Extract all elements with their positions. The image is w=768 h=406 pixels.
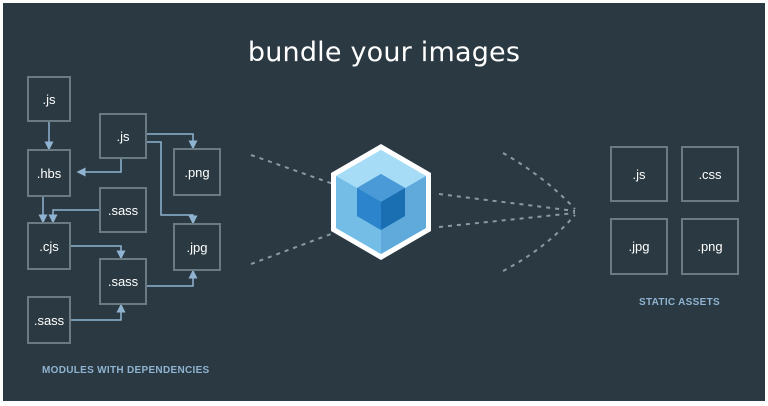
flow-line-out-2 bbox=[438, 212, 576, 228]
module-label: .cjs bbox=[39, 238, 59, 254]
arrow-sass1-to-cjs bbox=[48, 209, 99, 224]
asset-label: .png bbox=[697, 239, 723, 254]
module-label: .js bbox=[42, 91, 56, 107]
asset-label: .js bbox=[632, 166, 646, 182]
module-png: .png bbox=[173, 148, 221, 196]
module-hbs: .hbs bbox=[27, 149, 71, 197]
asset-png: .png bbox=[681, 218, 739, 275]
asset-jpg: .jpg bbox=[610, 218, 668, 275]
modules-caption: MODULES WITH DEPENDENCIES bbox=[42, 365, 210, 376]
module-sass-tertiary: .sass bbox=[27, 296, 71, 344]
assets-caption: STATIC ASSETS bbox=[639, 297, 720, 308]
flow-line-in-top bbox=[250, 154, 340, 187]
flow-line-out-1 bbox=[438, 193, 576, 212]
asset-js: .js bbox=[610, 146, 668, 202]
webpack-logo-icon bbox=[331, 144, 431, 260]
module-label: .sass bbox=[107, 274, 139, 289]
module-sass-secondary: .sass bbox=[99, 258, 147, 305]
slide-title: bundle your images bbox=[247, 37, 521, 68]
module-js: .js bbox=[27, 76, 71, 122]
module-label: .sass bbox=[33, 312, 65, 328]
arrow-js2-to-jpg bbox=[147, 141, 198, 225]
arrow-cjs-to-sass2 bbox=[71, 245, 126, 260]
module-cjs: .cjs bbox=[27, 222, 71, 270]
module-jpg: .jpg bbox=[173, 223, 221, 271]
flow-line-out-curve-top bbox=[502, 152, 576, 210]
asset-css: .css bbox=[681, 146, 739, 202]
arrow-js2-to-hbs bbox=[76, 159, 122, 177]
module-label: .png bbox=[184, 164, 210, 180]
module-label: .jpg bbox=[186, 239, 208, 255]
arrow-sass2-to-jpg bbox=[147, 269, 198, 287]
arrow-sass3-to-sass2 bbox=[71, 303, 126, 321]
flow-line-out-curve-bottom bbox=[502, 214, 576, 272]
module-js-secondary: .js bbox=[99, 113, 147, 159]
asset-label: .jpg bbox=[628, 239, 650, 254]
module-label: .sass bbox=[107, 202, 139, 218]
flow-line-in-bottom bbox=[250, 230, 340, 265]
asset-label: .css bbox=[698, 166, 722, 182]
module-label: .hbs bbox=[36, 165, 62, 181]
dependency-arrows bbox=[38, 122, 576, 321]
slide: bundle your images bbox=[3, 3, 765, 401]
module-label: .js bbox=[116, 128, 130, 144]
module-sass: .sass bbox=[99, 187, 147, 233]
arrow-js2-to-png bbox=[147, 133, 198, 150]
